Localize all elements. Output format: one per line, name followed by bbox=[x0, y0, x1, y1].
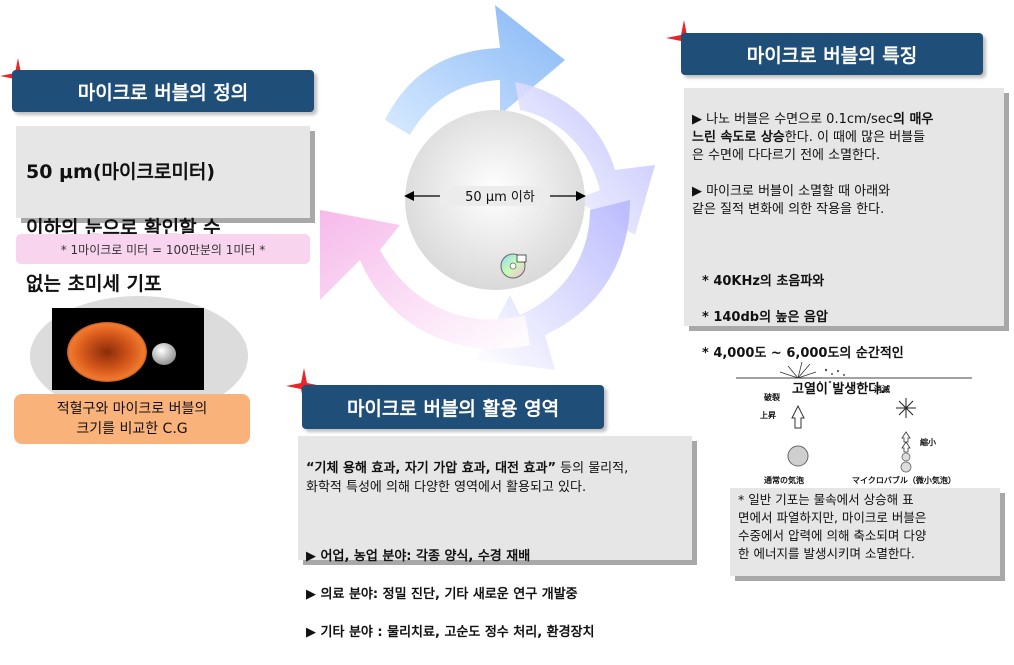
feature-list-tail: 고열이 발생한다. bbox=[792, 382, 886, 397]
label-rise: 上昇 bbox=[760, 411, 776, 420]
label-vanish: 消滅 bbox=[874, 385, 890, 394]
label-burst: 破裂 bbox=[764, 393, 780, 402]
definition-line-2: 이하의 눈으로 확인할 수 bbox=[26, 217, 221, 239]
feature-list-item: * 4,000도 ~ 6,000도의 순간적인 bbox=[702, 346, 904, 361]
size-label: 50 μm 이하 bbox=[465, 190, 535, 205]
applications-box: “기체 용해 효과, 자기 가압 효과, 대전 효과” 등의 물리적, 화학적 … bbox=[298, 436, 692, 640]
label-micro-bubble: マイクロバブル（微小気泡） bbox=[852, 476, 956, 485]
cycle-arrow-pink bbox=[320, 210, 530, 349]
applications-intro: “기체 용해 효과, 자기 가압 효과, 대전 효과” 등의 물리적, 화학적 … bbox=[306, 461, 629, 495]
definition-line-1: 50 μm(마이크로미터) bbox=[26, 161, 216, 183]
feature-list-item: * 140db의 높은 음압 bbox=[702, 310, 828, 325]
comparison-note: * 일반 기포는 물속에서 상승해 표 면에서 파열하지만, 마이크로 버블은 … bbox=[738, 492, 927, 561]
application-item: ▶ 기타 분야 : 물리치료, 고순도 정수 처리, 환경장치 bbox=[306, 625, 595, 640]
label-normal-bubble: 通常の気泡 bbox=[764, 476, 804, 485]
definition-title: 마이크로 버블의 정의 bbox=[12, 70, 314, 112]
cycle-arrows-graphic bbox=[320, 5, 655, 370]
application-item: ▶ 어업, 농업 분야: 각종 양식, 수경 재배 bbox=[306, 549, 531, 564]
comparison-note-box: * 일반 기포는 물속에서 상승해 표 면에서 파열하지만, 마이크로 버블은 … bbox=[730, 488, 1000, 576]
label-shrink: 縮小 bbox=[920, 438, 936, 447]
red-blood-cell-image bbox=[52, 308, 204, 390]
definition-box: 50 μm(마이크로미터) 이하의 눈으로 확인할 수 없는 초미세 기포 bbox=[16, 126, 310, 295]
micrometer-note: * 1마이크로 미터 = 100만분의 1미터 * bbox=[16, 234, 310, 264]
feature-paragraph-2: ▶ 마이크로 버블이 소멸할 때 아래와 같은 질적 변화에 의한 작용을 한다… bbox=[692, 184, 891, 217]
disc-icon bbox=[500, 252, 528, 280]
bubble-comparison-figure bbox=[736, 360, 972, 490]
cycle-arrow-blue bbox=[385, 5, 565, 135]
applications-title: 마이크로 버블의 활용 영역 bbox=[302, 385, 604, 429]
definition-line-3: 없는 초미세 기포 bbox=[26, 273, 162, 295]
features-title: 마이크로 버블의 특징 bbox=[681, 33, 983, 75]
feature-list-item: * 40KHz의 초음파와 bbox=[702, 274, 825, 289]
image-caption: 적혈구와 마이크로 버블의 크기를 비교한 C.G bbox=[14, 394, 250, 444]
